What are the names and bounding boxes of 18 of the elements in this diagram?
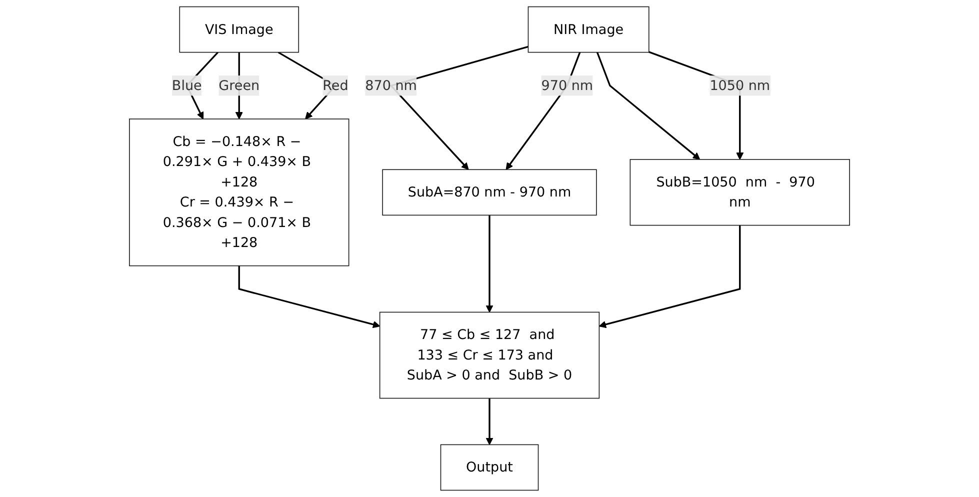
arrow [486, 398, 494, 446]
node-box: Cb = −0.148× R − 0.291× G + 0.439× B +128 Cr = 0.439× R − 0.368× G − 0.071× B +128 [129, 118, 350, 266]
edge-label: 970 nm [541, 77, 594, 94]
node-box: 77 ≤ Cb ≤ 127 and 133 ≤ Cr ≤ 173 and SubA > 0 and SubB > 0 [379, 312, 600, 399]
arrow [238, 266, 380, 328]
edge-label: Green [218, 77, 260, 94]
edge-label: Red [322, 77, 348, 94]
edge-label: 870 nm [365, 77, 417, 94]
node-box: NIR Image [528, 6, 650, 53]
node-box: SubA=870 nm - 970 nm [382, 169, 597, 216]
edge-label: Blue [172, 77, 202, 94]
node-box: SubB=1050 nm - 970 nm [630, 159, 850, 226]
arrow [486, 215, 494, 313]
arrow [596, 52, 700, 160]
node-box: VIS Image [179, 6, 300, 53]
edge-label: 1050 nm [710, 77, 770, 94]
node-box: Output [440, 444, 539, 491]
arrow [598, 225, 741, 328]
